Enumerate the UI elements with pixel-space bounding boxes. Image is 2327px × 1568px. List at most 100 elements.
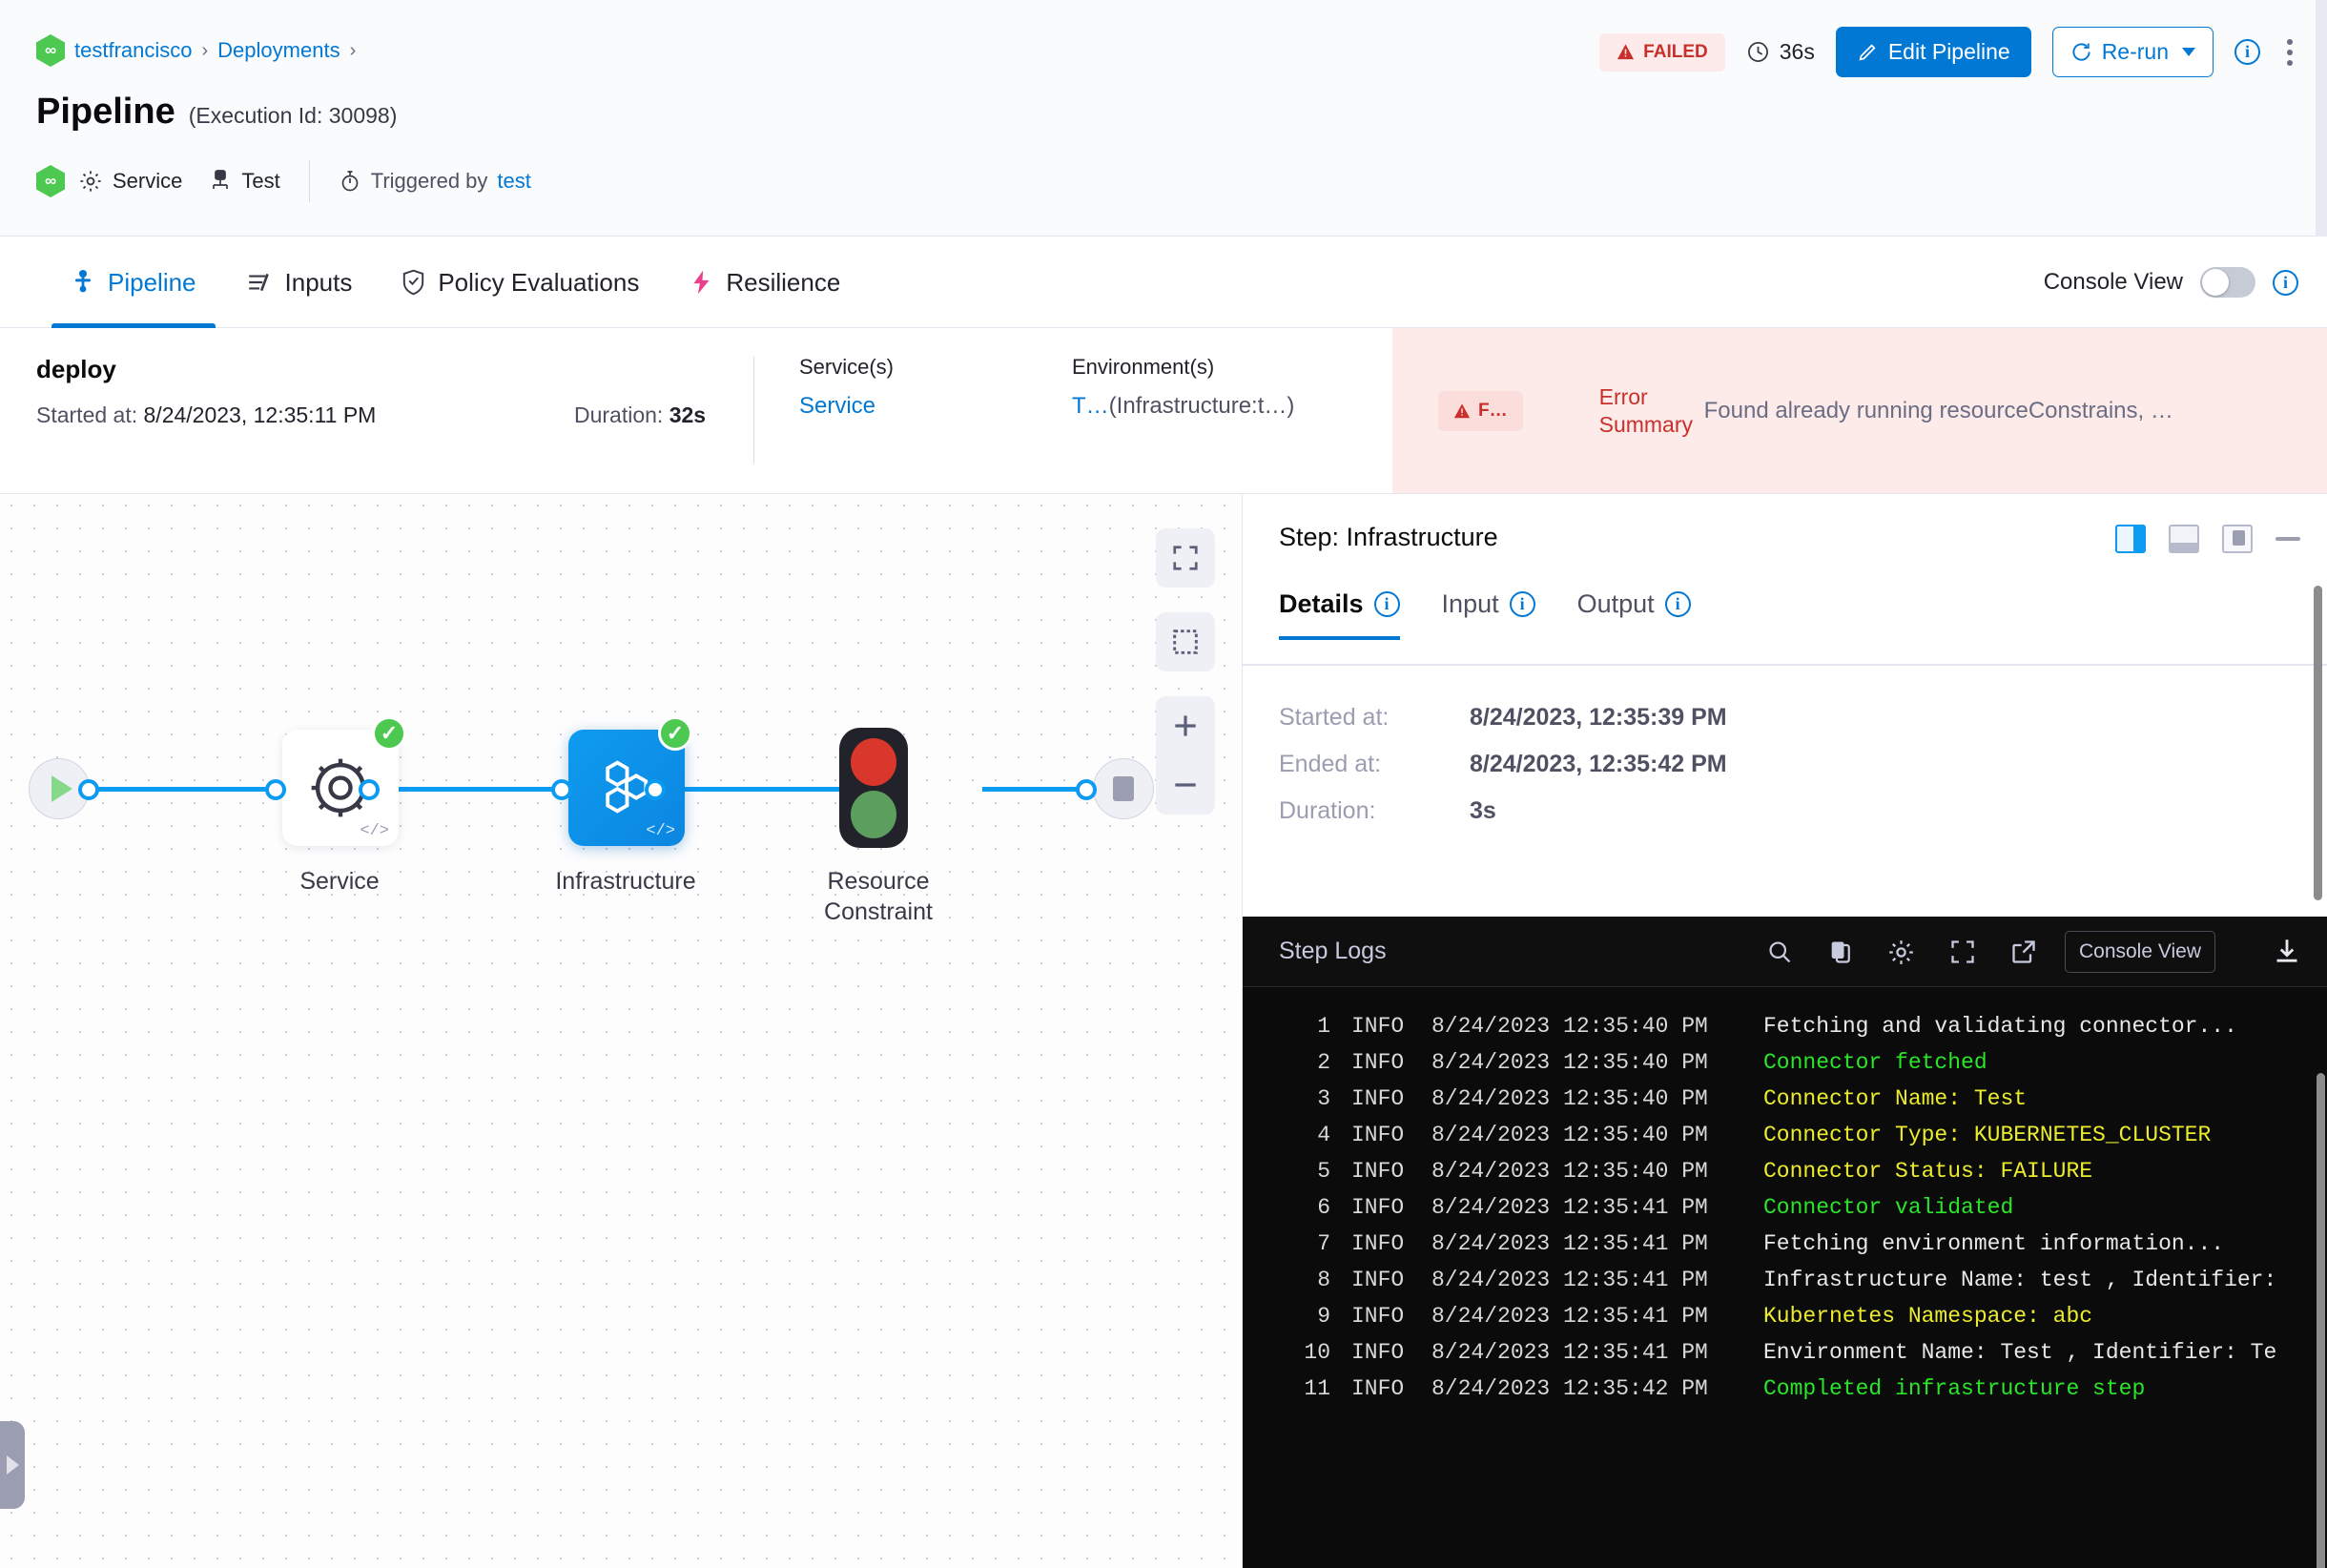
meta-trigger-user[interactable]: test [497, 169, 531, 193]
tab-inputs[interactable]: Inputs [221, 237, 378, 328]
stage-divider [753, 357, 754, 464]
download-logs-button[interactable] [2246, 917, 2327, 987]
log-line-message: Kubernetes Namespace: abc [1763, 1304, 2093, 1329]
log-line-time: 8/24/2023 12:35:40 PM [1431, 1123, 1708, 1147]
tab-resilience[interactable]: Resilience [664, 237, 865, 328]
output-info-icon[interactable]: i [1664, 591, 1691, 617]
infrastructure-hexagons-icon [595, 756, 658, 819]
rerun-button[interactable]: Re-run [2051, 27, 2214, 77]
step-tab-input-label: Input [1441, 589, 1499, 618]
logs-console-view-button[interactable]: Console View [2064, 931, 2215, 973]
log-line: 6 INFO 8/24/2023 12:35:41 PM Connector v… [1243, 1189, 2327, 1226]
external-link-icon[interactable] [2004, 932, 2044, 972]
infrastructure-step-node[interactable]: </> [568, 730, 685, 846]
log-line-number: 4 [1317, 1123, 1330, 1147]
zoom-in-icon[interactable] [1156, 696, 1215, 755]
stage-name: deploy [36, 355, 116, 383]
step-panel-view-modes [2115, 525, 2300, 553]
edit-pipeline-button[interactable]: Edit Pipeline [1835, 27, 2031, 77]
pipeline-canvas[interactable]: </> ✓ Service </> ✓ Infrastructure [0, 494, 1242, 1568]
view-mode-floating-icon[interactable] [2222, 525, 2253, 553]
step-tab-output[interactable]: Output i [1577, 589, 1691, 638]
stage-summary-bar: deploy Started at: 8/24/2023, 12:35:11 P… [0, 328, 2327, 494]
step-panel-scrollbar[interactable] [2314, 586, 2322, 900]
meta-service: Service [78, 169, 182, 194]
clock-icon [1746, 40, 1770, 64]
step-tab-details[interactable]: Details i [1279, 589, 1400, 640]
port-start-out [78, 779, 99, 800]
execution-duration: 36s [1746, 39, 1815, 65]
tab-pipeline[interactable]: Pipeline [46, 237, 221, 328]
log-line-level: INFO [1351, 1050, 1405, 1075]
step-details-panel: Step: Infrastructure Details i Input i O… [1242, 494, 2327, 1568]
header-actions: FAILED 36s Edit Pipeline [1599, 27, 2298, 77]
log-line-level: INFO [1351, 1340, 1405, 1365]
log-line: 8 INFO 8/24/2023 12:35:41 PM Infrastruct… [1243, 1262, 2327, 1298]
log-line-time: 8/24/2023 12:35:41 PM [1431, 1268, 1708, 1292]
canvas-controls [1156, 528, 1215, 815]
edge-service-infrastructure [360, 787, 561, 792]
gear-icon[interactable] [1882, 932, 1922, 972]
tab-pipeline-label: Pipeline [108, 267, 196, 297]
end-node[interactable] [1093, 758, 1154, 819]
view-mode-bottom-split-icon[interactable] [2169, 525, 2199, 553]
log-line-time: 8/24/2023 12:35:42 PM [1431, 1376, 1708, 1401]
log-line-message: Connector Type: KUBERNETES_CLUSTER [1763, 1123, 2212, 1147]
fullscreen-icon[interactable] [1943, 932, 1983, 972]
details-info-icon[interactable]: i [1373, 591, 1400, 617]
resource-constraint-node[interactable] [839, 728, 908, 848]
step-logs-title: Step Logs [1279, 938, 1387, 964]
select-area-icon[interactable] [1156, 612, 1215, 671]
log-line-message: Fetching and validating connector... [1763, 1014, 2237, 1039]
edge-resource-end [982, 787, 1154, 792]
left-drawer-handle[interactable] [0, 1421, 25, 1509]
step-panel-title: Step: Infrastructure [1279, 523, 1498, 551]
stage-environments-value[interactable]: T…(Infrastructure:t…) [1072, 393, 1294, 420]
service-step-label: Service [299, 868, 380, 895]
stage-services-label: Service(s) [799, 355, 895, 379]
detail-ended-key: Ended at: [1279, 751, 1382, 777]
step-logs-section: Step Logs [1243, 917, 2327, 1568]
zoom-out-icon[interactable] [1156, 755, 1215, 815]
step-tab-input[interactable]: Input i [1442, 589, 1535, 638]
tab-policy-evaluations[interactable]: Policy Evaluations [377, 237, 664, 328]
stage-started: Started at: 8/24/2023, 12:35:11 PM [36, 402, 376, 428]
error-summary-label-line1: Error [1598, 383, 1648, 409]
log-line-time: 8/24/2023 12:35:40 PM [1431, 1159, 1708, 1184]
more-options-icon[interactable] [2281, 33, 2298, 72]
stage-services-value[interactable]: Service [799, 393, 876, 419]
copy-icon[interactable] [1821, 932, 1861, 972]
execution-tabs-bar: Pipeline Inputs Policy Evaluations [0, 237, 2327, 328]
console-view-switch[interactable] [2200, 267, 2255, 298]
log-line-number: 6 [1317, 1195, 1330, 1220]
log-line-number: 11 [1304, 1376, 1330, 1401]
stage-services: Service(s) Service [799, 355, 894, 420]
breadcrumb-deployments[interactable]: Deployments [217, 38, 340, 62]
breadcrumb-org[interactable]: testfrancisco [74, 38, 193, 62]
log-lines-container[interactable]: 1 INFO 8/24/2023 12:35:40 PM Fetching an… [1243, 987, 2327, 1568]
pipeline-graph: </> ✓ Service </> ✓ Infrastructure [0, 494, 1242, 1568]
search-icon[interactable] [1760, 932, 1800, 972]
console-view-info-icon[interactable]: i [2273, 269, 2298, 296]
log-line-number: 5 [1317, 1159, 1330, 1184]
view-mode-right-split-icon[interactable] [2115, 525, 2146, 553]
inputs-icon [246, 270, 273, 295]
stage-duration-label: Duration: [574, 402, 664, 427]
log-line-level: INFO [1351, 1376, 1405, 1401]
tab-inputs-label: Inputs [284, 267, 353, 297]
harness-module-icon: ∞ [36, 165, 65, 197]
resilience-icon [689, 269, 713, 296]
rerun-info-icon[interactable]: i [2234, 39, 2260, 65]
chevron-right-icon [6, 1455, 19, 1475]
environment-icon [209, 169, 232, 194]
minimize-panel-icon[interactable] [2276, 537, 2300, 541]
error-summary-label-line2: Summary [1598, 411, 1694, 437]
input-info-icon[interactable]: i [1509, 591, 1535, 617]
edge-infrastructure-resource [668, 787, 849, 792]
logs-scrollbar[interactable] [2317, 1073, 2325, 1568]
fit-screen-icon[interactable] [1156, 528, 1215, 588]
warning-triangle-small-icon [1453, 402, 1471, 420]
status-badge-label: FAILED [1643, 41, 1708, 62]
log-line-level: INFO [1351, 1231, 1405, 1256]
